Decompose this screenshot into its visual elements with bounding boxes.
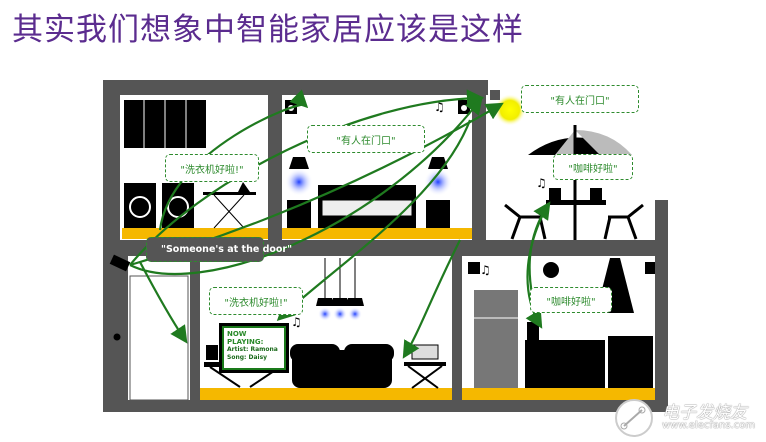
watermark-url: www.elecfans.com [662, 420, 756, 431]
tv-song: Song: Daisy [227, 354, 268, 361]
door-camera [109, 254, 131, 272]
slide-title: 其实我们想象中智能家居应该是这样 [12, 12, 524, 48]
svg-text:♫: ♫ [291, 315, 302, 329]
tv-now-playing: NOW PLAYING: Artist: Ramona Song: Daisy [219, 323, 289, 373]
watermark: 电子发烧友 www.elecfans.com [612, 396, 762, 438]
kitchen: ♫ [468, 258, 655, 388]
coffee-bubble-patio: "咖啡好啦" [553, 154, 633, 180]
coffee-bubble-kitchen: "咖啡好啦" [530, 287, 612, 313]
tv-heading: NOW PLAYING: [227, 330, 264, 346]
floor-strips [122, 228, 655, 400]
tv-artist: Artist: Ramona [227, 346, 278, 353]
upper-living-room: ♫ [285, 100, 470, 228]
door-bubble-patio: "有人在门口" [521, 85, 639, 113]
door-bubble-upper: "有人在门口" [307, 125, 425, 153]
svg-text:♫: ♫ [536, 176, 547, 190]
svg-text:♫: ♫ [480, 263, 491, 277]
door-camera-bubble: "Someone's at the door" [146, 237, 292, 262]
watermark-logo-icon [615, 399, 653, 437]
svg-text:♫: ♫ [434, 100, 445, 114]
patio: ♫ [490, 90, 644, 240]
living-room-music-note-icon: ♫ [291, 315, 302, 329]
watermark-name: 电子发烧友 [662, 403, 747, 423]
laundry-bubble-living: "洗衣机好啦!" [209, 287, 303, 315]
laundry-bubble-upper: "洗衣机好啦!" [165, 154, 259, 182]
laundry-room [124, 100, 256, 229]
